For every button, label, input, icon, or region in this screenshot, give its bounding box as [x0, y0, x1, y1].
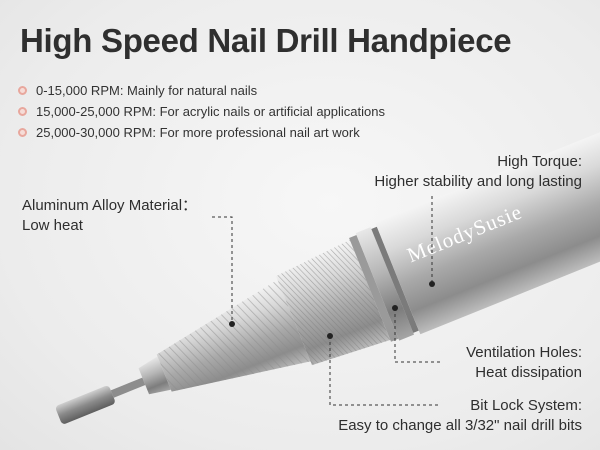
rpm-mode-item: 15,000-25,000 RPM: For acrylic nails or … [18, 101, 385, 122]
rpm-mode-item: 0-15,000 RPM: Mainly for natural nails [18, 80, 385, 101]
rpm-mode-item: 25,000-30,000 RPM: For more professional… [18, 122, 385, 143]
feature-title: High Torque: [497, 153, 582, 170]
rpm-mode-text: 25,000-30,000 RPM: For more professional… [36, 125, 360, 140]
circle-bullet-icon [18, 86, 27, 95]
feature-desc: Higher stability and long lasting [374, 173, 582, 190]
feature-ventilation-holes: Ventilation Holes: Heat dissipation [466, 343, 582, 383]
feature-desc: Heat dissipation [475, 364, 582, 381]
circle-bullet-icon [18, 107, 27, 116]
feature-aluminum-alloy: Aluminum Alloy Material： Low heat [22, 196, 197, 236]
sanding-bit [55, 385, 115, 424]
rpm-mode-text: 0-15,000 RPM: Mainly for natural nails [36, 83, 258, 98]
rpm-mode-list: 0-15,000 RPM: Mainly for natural nails 1… [18, 80, 385, 143]
feature-high-torque: High Torque: Higher stability and long l… [374, 152, 582, 192]
feature-title: Ventilation Holes: [466, 344, 582, 361]
feature-title: Aluminum Alloy Material： [22, 197, 198, 214]
feature-desc: Low heat [22, 217, 83, 234]
feature-title: Bit Lock System: [470, 397, 582, 414]
rpm-mode-text: 15,000-25,000 RPM: For acrylic nails or … [36, 104, 385, 119]
page-title: High Speed Nail Drill Handpiece [20, 22, 512, 59]
feature-bit-lock-system: Bit Lock System: Easy to change all 3/32… [338, 396, 582, 436]
circle-bullet-icon [18, 128, 27, 137]
feature-desc: Easy to change all 3/32" nail drill bits [338, 417, 582, 434]
